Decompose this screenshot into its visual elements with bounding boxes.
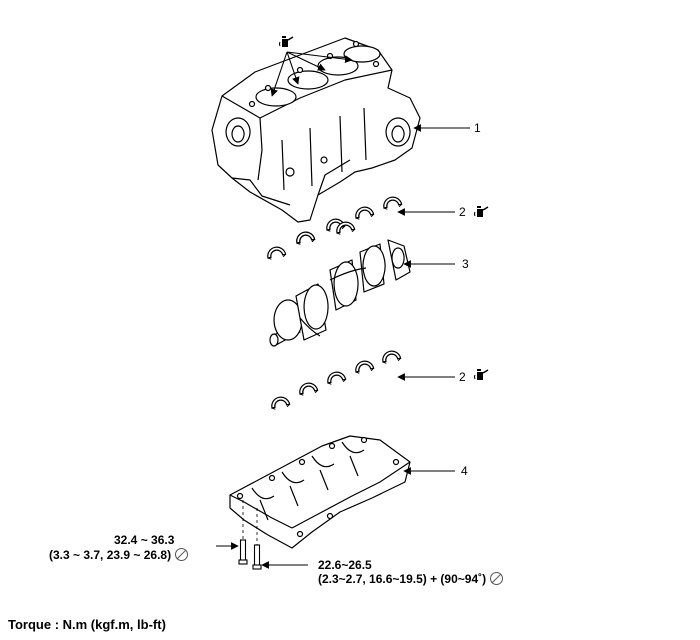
bolt-b-torque-value: 22.6~26.5 xyxy=(318,558,372,572)
lower-main-bearings xyxy=(269,348,402,411)
bolt-a-torque-detail-text: (3.3 ~ 3.7, 23.9 ~ 26.8) xyxy=(49,548,172,562)
callout-3: 3 xyxy=(462,257,469,271)
lower-crankcase xyxy=(229,435,411,549)
bolt-b-torque-detail: (2.3~2.7, 16.6~19.5) + (90~94˚) xyxy=(318,572,504,586)
do-not-reuse-icon xyxy=(490,572,504,585)
callout-leaders xyxy=(216,124,470,569)
callout-2-lower: 2 xyxy=(459,370,466,384)
callout-4: 4 xyxy=(461,464,468,478)
lower-crankcase-bolts xyxy=(238,539,262,570)
oil-can-icon xyxy=(473,368,489,381)
oil-can-icon xyxy=(278,35,294,48)
bolt-a-torque-value: 32.4 ~ 36.3 xyxy=(114,533,175,547)
crankshaft xyxy=(269,239,411,347)
upper-bearing-inserts xyxy=(294,229,316,246)
bolt-a-torque-detail: (3.3 ~ 3.7, 23.9 ~ 26.8) xyxy=(49,548,189,562)
callout-1: 1 xyxy=(474,121,481,135)
oil-can-icon xyxy=(473,205,489,218)
bolt-b-torque-detail-text: (2.3~2.7, 16.6~19.5) + (90~94˚) xyxy=(318,572,487,586)
oil-arrows xyxy=(270,51,353,97)
torque-unit-note: Torque : N.m (kgf.m, lb-ft) xyxy=(8,617,166,632)
do-not-reuse-icon xyxy=(175,548,189,561)
callout-2-upper: 2 xyxy=(459,205,466,219)
bolt-centerlines xyxy=(242,500,258,545)
